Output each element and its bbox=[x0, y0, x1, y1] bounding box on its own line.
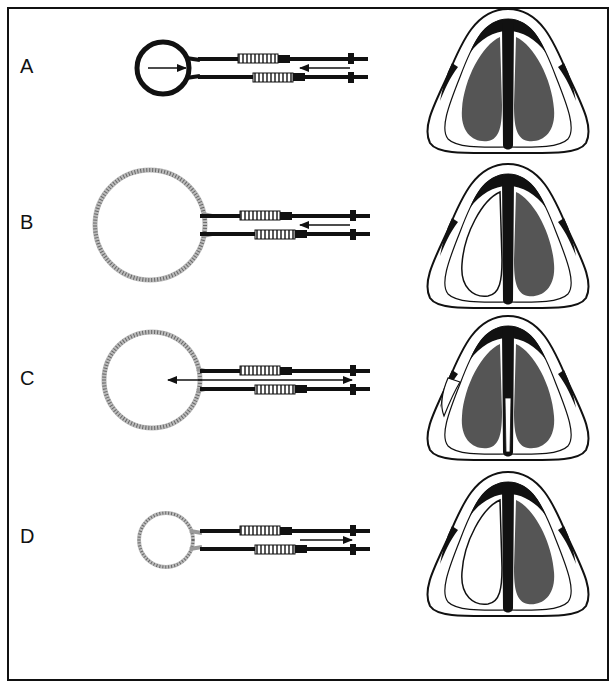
nose-section-b bbox=[427, 164, 588, 308]
frame bbox=[8, 8, 608, 680]
row-letter: A bbox=[20, 56, 33, 76]
nose-section-c bbox=[427, 316, 588, 460]
balloon-syringe-d bbox=[139, 513, 370, 567]
balloon-syringe-b bbox=[95, 170, 370, 280]
nose-section-a bbox=[427, 9, 588, 153]
row-letter: C bbox=[20, 368, 34, 388]
balloon-syringe-c bbox=[104, 332, 370, 428]
balloon-syringe-a bbox=[137, 42, 368, 94]
row-letter: B bbox=[20, 212, 33, 232]
nose-section-d bbox=[427, 472, 588, 616]
row-letter: D bbox=[20, 526, 34, 546]
